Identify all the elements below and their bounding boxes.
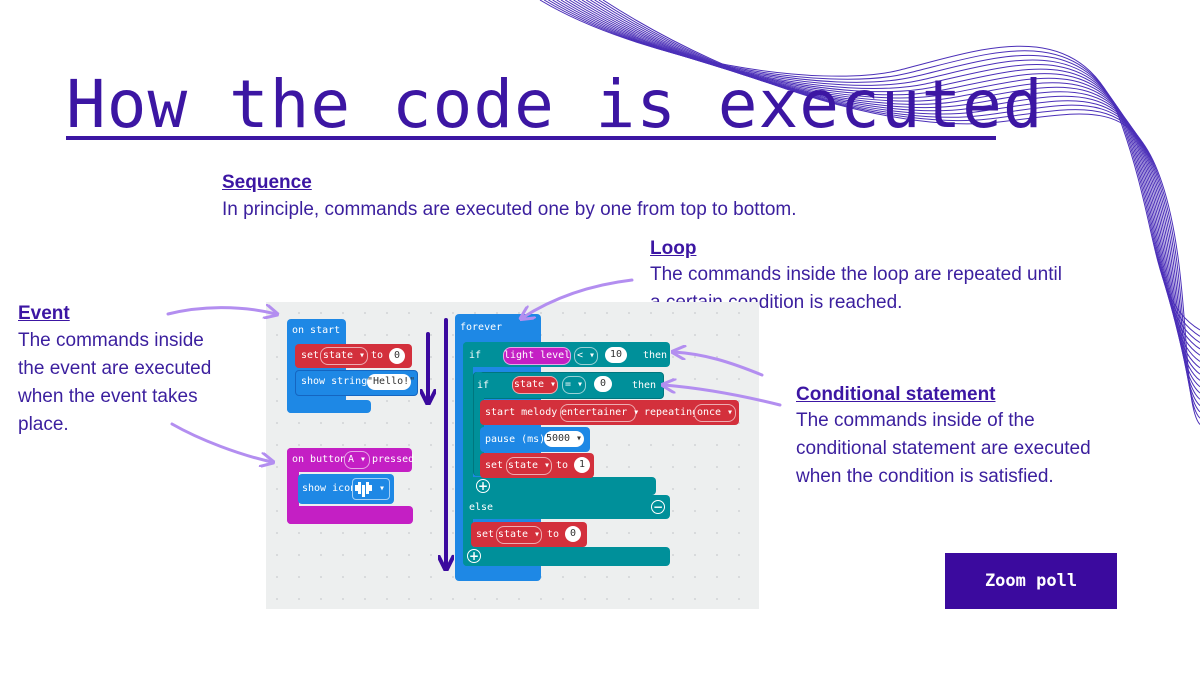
inner-if-block-side (473, 372, 484, 476)
event-arrow-on-start (166, 308, 276, 314)
icon-dropdown-caret: ▾ (379, 483, 386, 494)
show-string-label: show string (301, 376, 368, 387)
zoom-poll-button[interactable]: Zoom poll (945, 553, 1117, 609)
pause-5000-dropdown[interactable]: 5000 ▾ (544, 431, 584, 447)
conditional-text-line-2: conditional statement are executed (796, 438, 1091, 459)
to-keyword-2: to (556, 460, 569, 471)
inner-value-zero-input[interactable]: 0 (594, 376, 612, 392)
add-else-if-icon[interactable]: + (476, 479, 490, 493)
start-melody-label: start melody (485, 407, 558, 418)
equals-operator-dropdown[interactable]: = ▾ (562, 376, 586, 394)
title-underline (66, 136, 996, 140)
event-arrow-on-button (170, 422, 272, 462)
if-keyword: if (469, 350, 482, 361)
hello-string-input[interactable]: "Hello!" (367, 374, 415, 390)
show-icon-label: show icon (302, 483, 357, 494)
else-keyword: else (469, 502, 494, 513)
conditional-text-line-1: The commands inside of the (796, 410, 1035, 431)
value-ten-input[interactable]: 10 (605, 347, 627, 363)
loop-text-line-1: The commands inside the loop are repeate… (650, 264, 1062, 285)
pressed-label: pressed (372, 454, 415, 465)
on-button-block-bottom (287, 506, 413, 524)
to-keyword: to (371, 350, 384, 361)
on-start-label: on start (292, 325, 341, 336)
then-keyword: then (643, 350, 668, 361)
forever-label: forever (460, 322, 503, 333)
event-text-line-4: place. (18, 414, 69, 435)
value-zero-input[interactable]: 0 (389, 348, 405, 364)
state-variable-dropdown-3[interactable]: state ▾ (496, 526, 542, 544)
on-start-block-bottom (287, 400, 371, 413)
on-button-block-side (287, 448, 299, 524)
remove-else-icon[interactable]: − (651, 500, 665, 514)
set-keyword-2: set (485, 460, 504, 471)
else-value-zero-input[interactable]: 0 (565, 526, 581, 542)
on-button-label: on button (292, 454, 347, 465)
pause-label: pause (ms) (485, 434, 546, 445)
if-block-middle (463, 477, 656, 495)
conditional-text-line-3: when the condition is satisfied. (796, 466, 1054, 487)
state-variable-dropdown[interactable]: state ▾ (320, 347, 368, 365)
loop-heading: Loop (650, 238, 697, 259)
repeating-label: repeating (644, 407, 699, 418)
event-text-line-1: The commands inside (18, 330, 204, 351)
else-bar (463, 495, 670, 519)
melody-entertainer-dropdown[interactable]: entertainer ▾ (560, 404, 639, 422)
set-keyword: set (301, 350, 320, 361)
state-variable-dropdown-2[interactable]: state ▾ (506, 457, 552, 475)
heart-icon-picker[interactable]: ▾ (352, 478, 390, 500)
less-than-operator-dropdown[interactable]: < ▾ (574, 347, 598, 365)
heart-icon (355, 482, 372, 497)
sequence-text: In principle, commands are executed one … (222, 199, 797, 220)
event-heading: Event (18, 303, 70, 324)
if-block-side (463, 342, 473, 566)
if-block-bottom (463, 547, 670, 566)
state-variable-reporter[interactable]: state ▾ (512, 376, 558, 394)
button-a-dropdown[interactable]: A ▾ (344, 451, 370, 469)
set-keyword-3: set (476, 529, 495, 540)
add-else-if-icon-2[interactable]: + (467, 549, 481, 563)
inner-if-keyword: if (477, 380, 490, 391)
sequence-heading: Sequence (222, 172, 312, 193)
light-level-reporter[interactable]: light level (503, 347, 571, 365)
page-title: How the code is executed (66, 66, 1044, 143)
value-one-input[interactable]: 1 (574, 457, 590, 473)
to-keyword-3: to (547, 529, 560, 540)
repeat-once-dropdown[interactable]: once ▾ (694, 404, 736, 422)
event-text-line-3: when the event takes (18, 386, 198, 407)
conditional-heading: Conditional statement (796, 384, 996, 405)
event-text-line-2: the event are executed (18, 358, 212, 379)
inner-then-keyword: then (632, 380, 657, 391)
code-blocks-panel: on start set state ▾ to 0 show string "H… (266, 302, 759, 609)
